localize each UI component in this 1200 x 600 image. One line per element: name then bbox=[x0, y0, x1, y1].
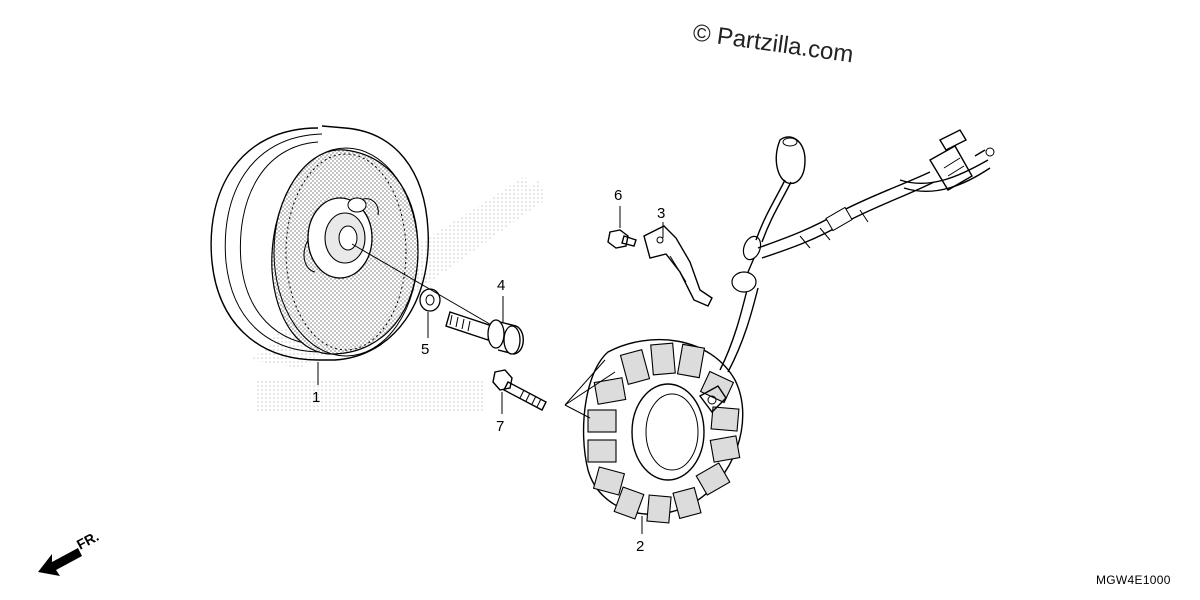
stator-bolt bbox=[492, 369, 547, 411]
callout-2: 2 bbox=[636, 538, 644, 555]
pulse-generator-bracket bbox=[643, 225, 713, 307]
callout-4: 4 bbox=[497, 277, 505, 294]
stator bbox=[582, 338, 744, 524]
flange-bolt bbox=[445, 311, 524, 355]
small-bolt bbox=[607, 229, 637, 249]
flywheel bbox=[210, 125, 429, 361]
diagram-code: MGW4E1000 bbox=[1096, 573, 1171, 587]
callout-3: 3 bbox=[657, 205, 665, 222]
washer bbox=[419, 288, 441, 312]
callout-6: 6 bbox=[614, 187, 622, 204]
callout-5: 5 bbox=[421, 341, 429, 358]
wiring-harness bbox=[719, 129, 995, 373]
callout-1: 1 bbox=[312, 389, 320, 406]
callout-7: 7 bbox=[496, 418, 504, 435]
copyright-watermark: © Partzilla.com bbox=[691, 19, 855, 68]
leader-lines bbox=[317, 206, 664, 534]
front-direction-arrow-icon bbox=[38, 548, 82, 576]
